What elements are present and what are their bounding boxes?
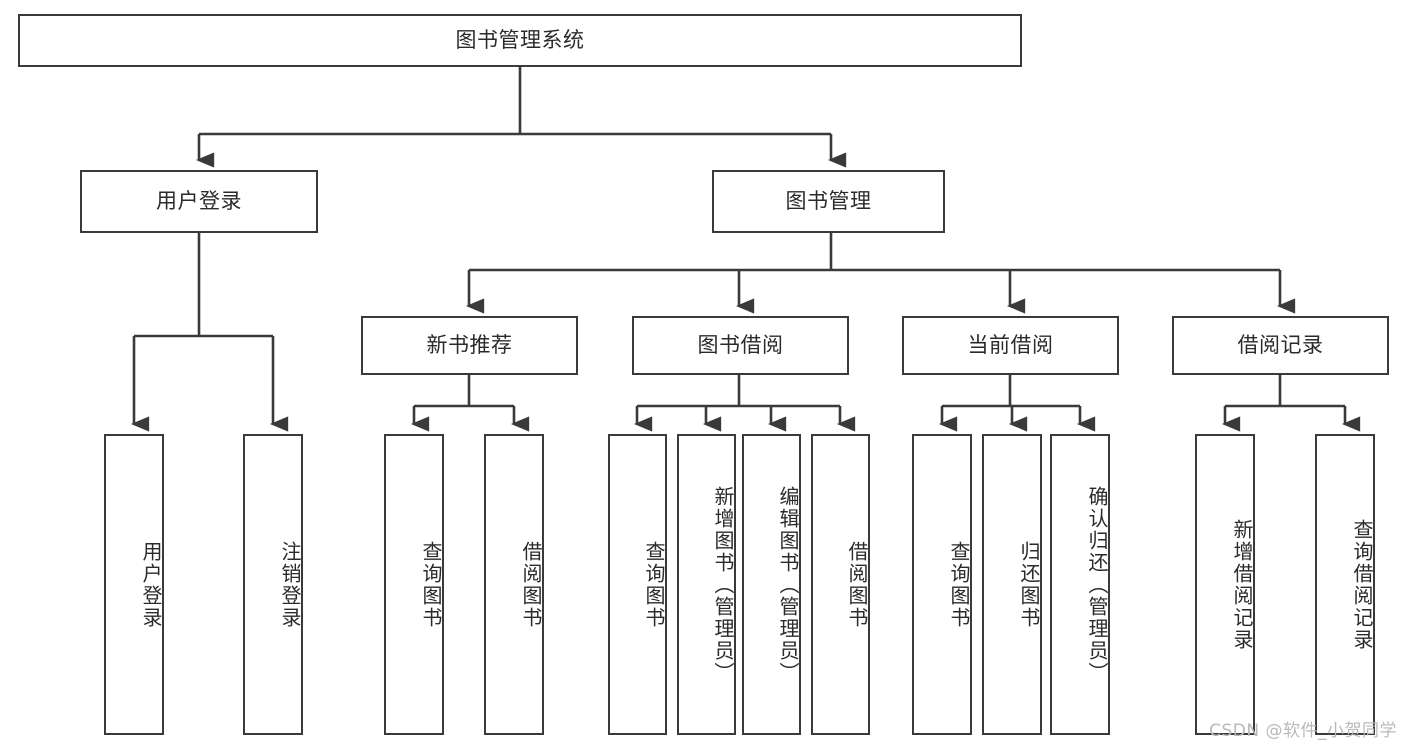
node-label: 查询借阅记录 — [1350, 518, 1374, 651]
node-label: 图书管理系统 — [455, 28, 585, 53]
leaf-current-return-book[interactable]: 归还图书 — [982, 434, 1042, 735]
node-label: 借阅记录 — [1237, 333, 1324, 358]
node-root-system[interactable]: 图书管理系统 — [18, 14, 1022, 67]
node-label: 注销登录 — [278, 540, 302, 629]
node-label: 当前借阅 — [967, 333, 1054, 358]
leaf-record-add-record[interactable]: 新增借阅记录 — [1195, 434, 1255, 735]
node-label: 新书推荐 — [426, 333, 513, 358]
node-label: 用户登录 — [156, 189, 242, 214]
node-label: 新增借阅记录 — [1230, 518, 1254, 651]
node-label: 借阅图书 — [519, 540, 543, 629]
node-label: 确认归还（管理员） — [1085, 485, 1109, 684]
leaf-current-confirm-return[interactable]: 确认归还（管理员） — [1050, 434, 1110, 735]
node-label: 用户登录 — [139, 540, 163, 629]
node-current-borrow[interactable]: 当前借阅 — [902, 316, 1119, 375]
node-new-book-recommend[interactable]: 新书推荐 — [361, 316, 578, 375]
node-label: 图书借阅 — [697, 333, 784, 358]
leaf-user-login-logout[interactable]: 注销登录 — [243, 434, 303, 735]
leaf-borrow-edit-book[interactable]: 编辑图书（管理员） — [742, 434, 801, 735]
node-label: 查询图书 — [419, 540, 443, 629]
node-label: 归还图书 — [1017, 540, 1041, 629]
node-label: 图书管理 — [785, 189, 872, 214]
leaf-borrow-add-book[interactable]: 新增图书（管理员） — [677, 434, 736, 735]
leaf-current-query-book[interactable]: 查询图书 — [912, 434, 972, 735]
leaf-borrow-query-book[interactable]: 查询图书 — [608, 434, 667, 735]
leaf-user-login-login[interactable]: 用户登录 — [104, 434, 164, 735]
node-label: 查询图书 — [642, 540, 666, 629]
leaf-record-query-record[interactable]: 查询借阅记录 — [1315, 434, 1375, 735]
node-borrow-record[interactable]: 借阅记录 — [1172, 316, 1389, 375]
node-book-management[interactable]: 图书管理 — [712, 170, 945, 233]
leaf-new-book-query[interactable]: 查询图书 — [384, 434, 444, 735]
leaf-new-book-borrow[interactable]: 借阅图书 — [484, 434, 544, 735]
node-user-login[interactable]: 用户登录 — [80, 170, 318, 233]
leaf-borrow-borrow-book[interactable]: 借阅图书 — [811, 434, 870, 735]
node-label: 借阅图书 — [845, 540, 869, 629]
node-label: 新增图书（管理员） — [711, 485, 735, 684]
node-book-borrow[interactable]: 图书借阅 — [632, 316, 849, 375]
node-label: 查询图书 — [947, 540, 971, 629]
watermark-text: CSDN @软件_小贺同学 — [1209, 721, 1397, 741]
node-label: 编辑图书（管理员） — [776, 485, 800, 684]
